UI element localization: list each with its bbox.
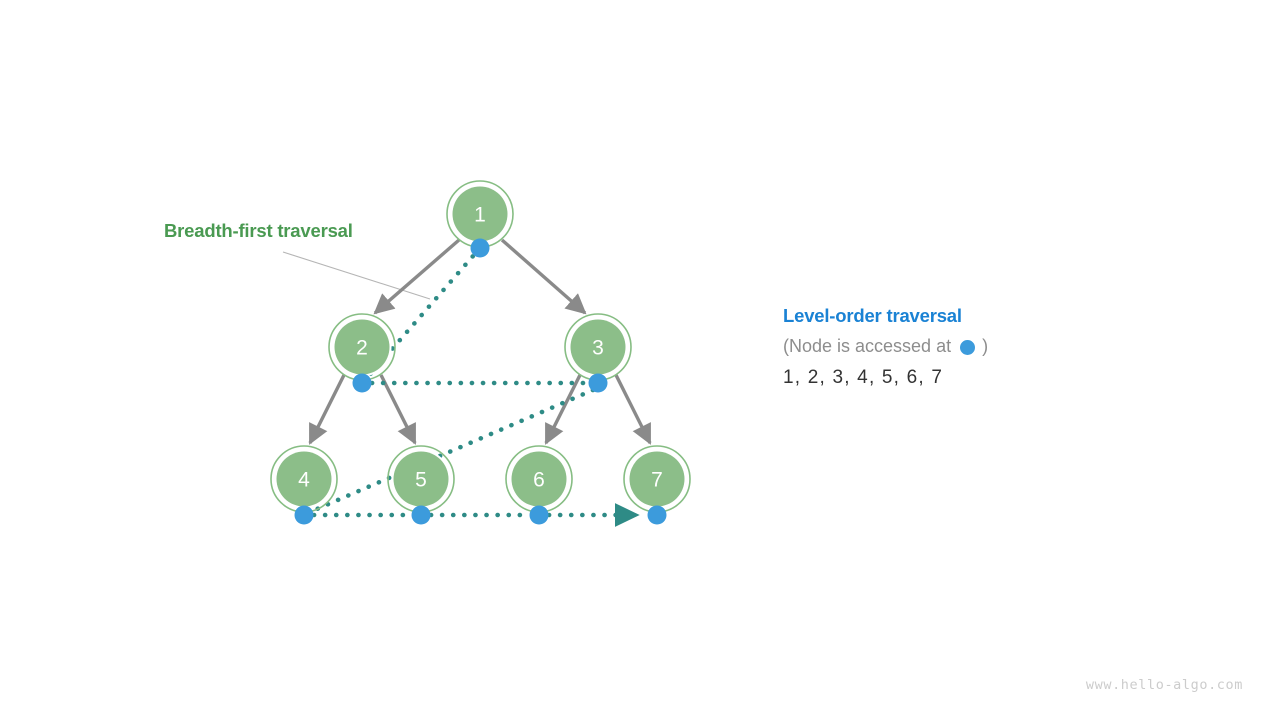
legend-subtitle-text-after: ) xyxy=(982,336,989,356)
tree-node-6[interactable]: 6 xyxy=(505,445,573,513)
node-label: 4 xyxy=(298,469,310,492)
leader-line xyxy=(282,251,431,300)
visit-dot-node-6[interactable] xyxy=(529,505,549,525)
node-label: 1 xyxy=(474,204,486,227)
tree-edges xyxy=(308,238,652,445)
edge-2-5 xyxy=(379,374,417,445)
legend-subtitle-text-before: (Node is accessed at xyxy=(783,336,952,356)
node-circle xyxy=(570,319,626,375)
node-label: 7 xyxy=(651,469,663,492)
tree-node-3[interactable]: 3 xyxy=(564,313,632,381)
node-circle xyxy=(276,451,332,507)
legend-subtitle: (Node is accessed at ) xyxy=(783,336,1103,357)
node-circle xyxy=(629,451,685,507)
traversal-sequence: 1, 2, 3, 4, 5, 6, 7 xyxy=(783,367,944,388)
node-label: 3 xyxy=(592,337,604,360)
visit-dot-node-5[interactable] xyxy=(411,505,431,525)
edge-3-6 xyxy=(544,374,582,445)
tree-node-1[interactable]: 1 xyxy=(446,180,514,248)
edge-1-3 xyxy=(500,238,587,315)
node-label: 6 xyxy=(533,469,545,492)
tree-node-7[interactable]: 7 xyxy=(623,445,691,513)
tree-node-2[interactable]: 2 xyxy=(328,313,396,381)
tree-nodes: 1 2 3 4 5 6 xyxy=(270,180,691,513)
watermark: www.hello-algo.com xyxy=(1085,677,1243,693)
node-circle xyxy=(393,451,449,507)
visit-markers xyxy=(294,238,667,525)
node-label: 5 xyxy=(415,469,427,492)
legend-title: Level-order traversal xyxy=(783,305,962,326)
path-3-4 xyxy=(307,387,596,515)
node-label: 2 xyxy=(356,337,368,360)
edge-1-2 xyxy=(373,238,461,315)
breadth-first-traversal-label: Breadth-first traversal xyxy=(164,220,353,241)
node-circle xyxy=(334,319,390,375)
visit-dot-node-4[interactable] xyxy=(294,505,314,525)
node-circle xyxy=(452,186,508,242)
tree-node-4[interactable]: 4 xyxy=(270,445,338,513)
tree-node-5[interactable]: 5 xyxy=(387,445,455,513)
visit-dot-node-1[interactable] xyxy=(470,238,490,258)
node-circle xyxy=(511,451,567,507)
visit-dot-node-3[interactable] xyxy=(588,373,608,393)
visit-dot-node-2[interactable] xyxy=(352,373,372,393)
visit-dot-icon xyxy=(960,340,976,355)
edge-2-4 xyxy=(308,374,346,445)
visit-dot-node-7[interactable] xyxy=(647,505,667,525)
legend-panel: Level-order traversal (Node is accessed … xyxy=(783,305,1103,389)
edge-3-7 xyxy=(614,374,652,445)
